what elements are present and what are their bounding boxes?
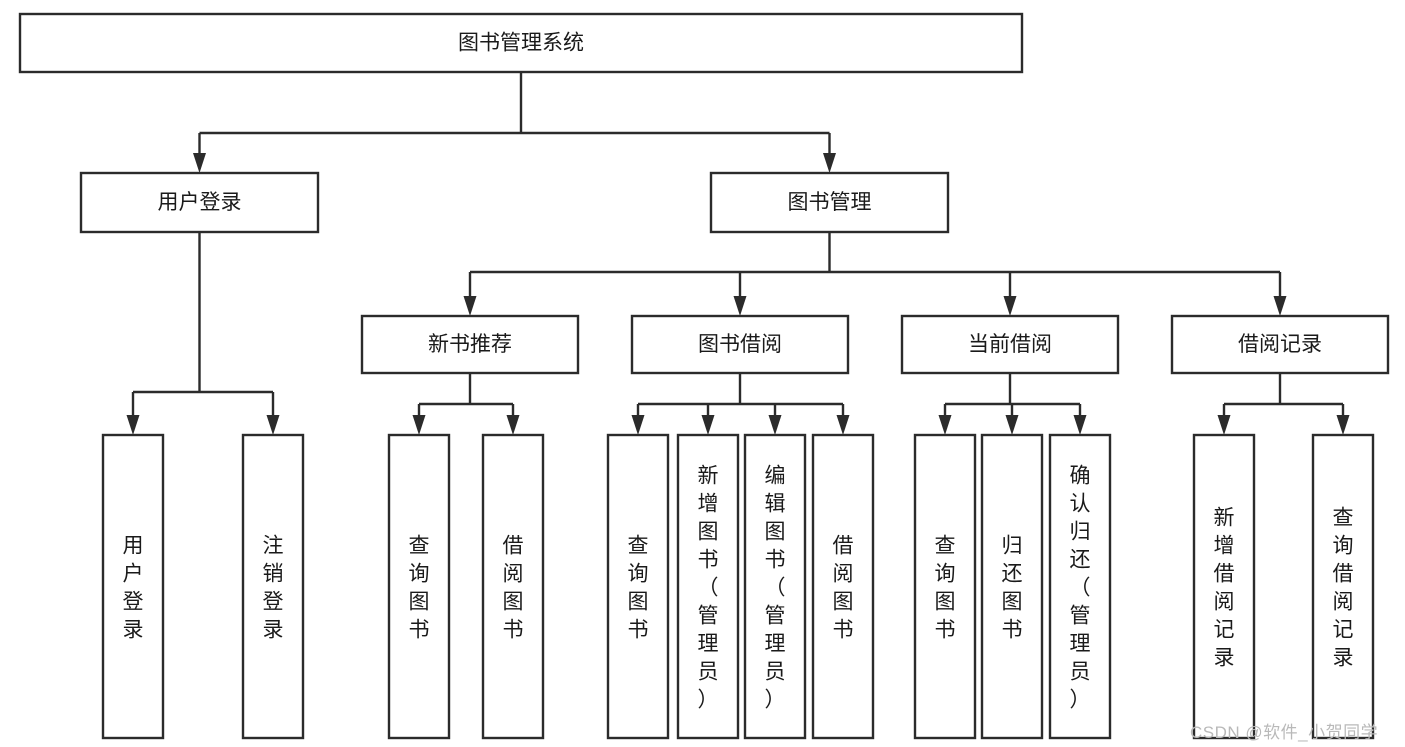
node-leaf-current-query-book[interactable]: 查询图书 (913, 433, 977, 740)
node-user-login[interactable]: 用户登录 (79, 171, 320, 234)
node-label-leaf-borrow-edit-book: 编辑图书（管理员） (765, 464, 786, 711)
node-box-book-manage[interactable] (709, 171, 950, 234)
arrowhead-user-login-leaf-user-logout (266, 415, 280, 435)
node-leaf-rec-borrow-book[interactable]: 借阅图书 (481, 433, 545, 740)
node-box-leaf-user-login[interactable] (101, 433, 165, 740)
node-label-current-borrow: 当前借阅 (968, 333, 1052, 356)
node-label-leaf-rec-borrow-book: 借阅图书 (503, 534, 524, 641)
node-label-book-manage: 图书管理 (788, 191, 872, 214)
arrowhead-book-manage-book-borrow (733, 296, 747, 316)
node-label-leaf-rec-query-book: 查询图书 (409, 534, 430, 641)
node-leaf-current-confirm-return[interactable]: 确认归还（管理员） (1048, 433, 1112, 740)
node-leaf-current-return-book[interactable]: 归还图书 (980, 433, 1044, 740)
node-box-leaf-current-return-book[interactable] (980, 433, 1044, 740)
node-box-leaf-borrow-add-book[interactable] (676, 433, 740, 740)
node-label-leaf-user-login: 用户登录 (123, 534, 144, 641)
node-label-leaf-current-return-book: 归还图书 (1002, 534, 1023, 641)
node-label-leaf-borrow-borrow-book: 借阅图书 (833, 534, 854, 641)
node-label-leaf-current-confirm-return: 确认归还（管理员） (1070, 464, 1091, 711)
arrowhead-new-book-rec-leaf-rec-query-book (412, 415, 426, 435)
node-label-leaf-user-logout: 注销登录 (263, 534, 284, 641)
node-box-root[interactable] (18, 12, 1024, 74)
arrowhead-book-manage-current-borrow (1003, 296, 1017, 316)
node-label-leaf-borrow-add-book: 新增图书（管理员） (698, 464, 719, 711)
node-box-leaf-rec-borrow-book[interactable] (481, 433, 545, 740)
node-label-book-borrow: 图书借阅 (698, 333, 782, 356)
node-leaf-borrow-borrow-book[interactable]: 借阅图书 (811, 433, 875, 740)
arrowhead-book-borrow-leaf-borrow-borrow-book (836, 415, 850, 435)
arrowhead-current-borrow-leaf-current-return-book (1005, 415, 1019, 435)
arrowhead-borrow-record-leaf-record-add (1217, 415, 1231, 435)
arrowhead-borrow-record-leaf-record-query (1336, 415, 1350, 435)
node-box-leaf-borrow-query-book[interactable] (606, 433, 670, 740)
node-label-root: 图书管理系统 (458, 32, 584, 55)
node-current-borrow[interactable]: 当前借阅 (900, 314, 1120, 375)
node-borrow-record[interactable]: 借阅记录 (1170, 314, 1390, 375)
node-leaf-rec-query-book[interactable]: 查询图书 (387, 433, 451, 740)
arrowhead-root-user-login (193, 153, 206, 173)
node-box-borrow-record[interactable] (1170, 314, 1390, 375)
node-label-leaf-borrow-query-book: 查询图书 (628, 534, 649, 641)
node-box-leaf-rec-query-book[interactable] (387, 433, 451, 740)
node-box-leaf-current-query-book[interactable] (913, 433, 977, 740)
arrowhead-current-borrow-leaf-current-confirm-return (1073, 415, 1087, 435)
node-box-leaf-current-confirm-return[interactable] (1048, 433, 1112, 740)
node-label-user-login: 用户登录 (158, 191, 242, 214)
node-leaf-borrow-add-book[interactable]: 新增图书（管理员） (676, 433, 740, 740)
connectors-layer (126, 72, 1350, 435)
node-leaf-record-add[interactable]: 新增借阅记录 (1192, 433, 1256, 740)
node-leaf-borrow-edit-book[interactable]: 编辑图书（管理员） (743, 433, 807, 740)
node-box-leaf-borrow-edit-book[interactable] (743, 433, 807, 740)
node-box-new-book-rec[interactable] (360, 314, 580, 375)
arrowhead-book-borrow-leaf-borrow-add-book (701, 415, 715, 435)
node-label-leaf-current-query-book: 查询图书 (935, 534, 956, 641)
node-box-leaf-record-query[interactable] (1311, 433, 1375, 740)
arrowhead-root-book-manage (823, 153, 836, 173)
node-label-borrow-record: 借阅记录 (1238, 333, 1322, 356)
node-root[interactable]: 图书管理系统 (18, 12, 1024, 74)
arrowhead-new-book-rec-leaf-rec-borrow-book (506, 415, 520, 435)
node-box-current-borrow[interactable] (900, 314, 1120, 375)
node-label-leaf-record-add: 新增借阅记录 (1214, 506, 1235, 669)
arrowhead-book-manage-borrow-record (1273, 296, 1287, 316)
node-leaf-user-login[interactable]: 用户登录 (101, 433, 165, 740)
node-box-leaf-borrow-borrow-book[interactable] (811, 433, 875, 740)
node-box-leaf-user-logout[interactable] (241, 433, 305, 740)
node-box-user-login[interactable] (79, 171, 320, 234)
node-leaf-user-logout[interactable]: 注销登录 (241, 433, 305, 740)
node-box-leaf-record-add[interactable] (1192, 433, 1256, 740)
arrowhead-current-borrow-leaf-current-query-book (938, 415, 952, 435)
node-leaf-record-query[interactable]: 查询借阅记录 (1311, 433, 1375, 740)
node-leaf-borrow-query-book[interactable]: 查询图书 (606, 433, 670, 740)
node-box-book-borrow[interactable] (630, 314, 850, 375)
arrowhead-book-borrow-leaf-borrow-query-book (631, 415, 645, 435)
arrowhead-book-manage-new-book-rec (463, 296, 477, 316)
node-book-borrow[interactable]: 图书借阅 (630, 314, 850, 375)
nodes-layer: 图书管理系统用户登录图书管理新书推荐图书借阅当前借阅借阅记录用户登录注销登录查询… (18, 12, 1390, 740)
node-label-leaf-record-query: 查询借阅记录 (1333, 506, 1354, 669)
node-book-manage[interactable]: 图书管理 (709, 171, 950, 234)
node-label-new-book-rec: 新书推荐 (428, 333, 512, 356)
arrowhead-user-login-leaf-user-login (126, 415, 140, 435)
arrowhead-book-borrow-leaf-borrow-edit-book (768, 415, 782, 435)
node-new-book-rec[interactable]: 新书推荐 (360, 314, 580, 375)
